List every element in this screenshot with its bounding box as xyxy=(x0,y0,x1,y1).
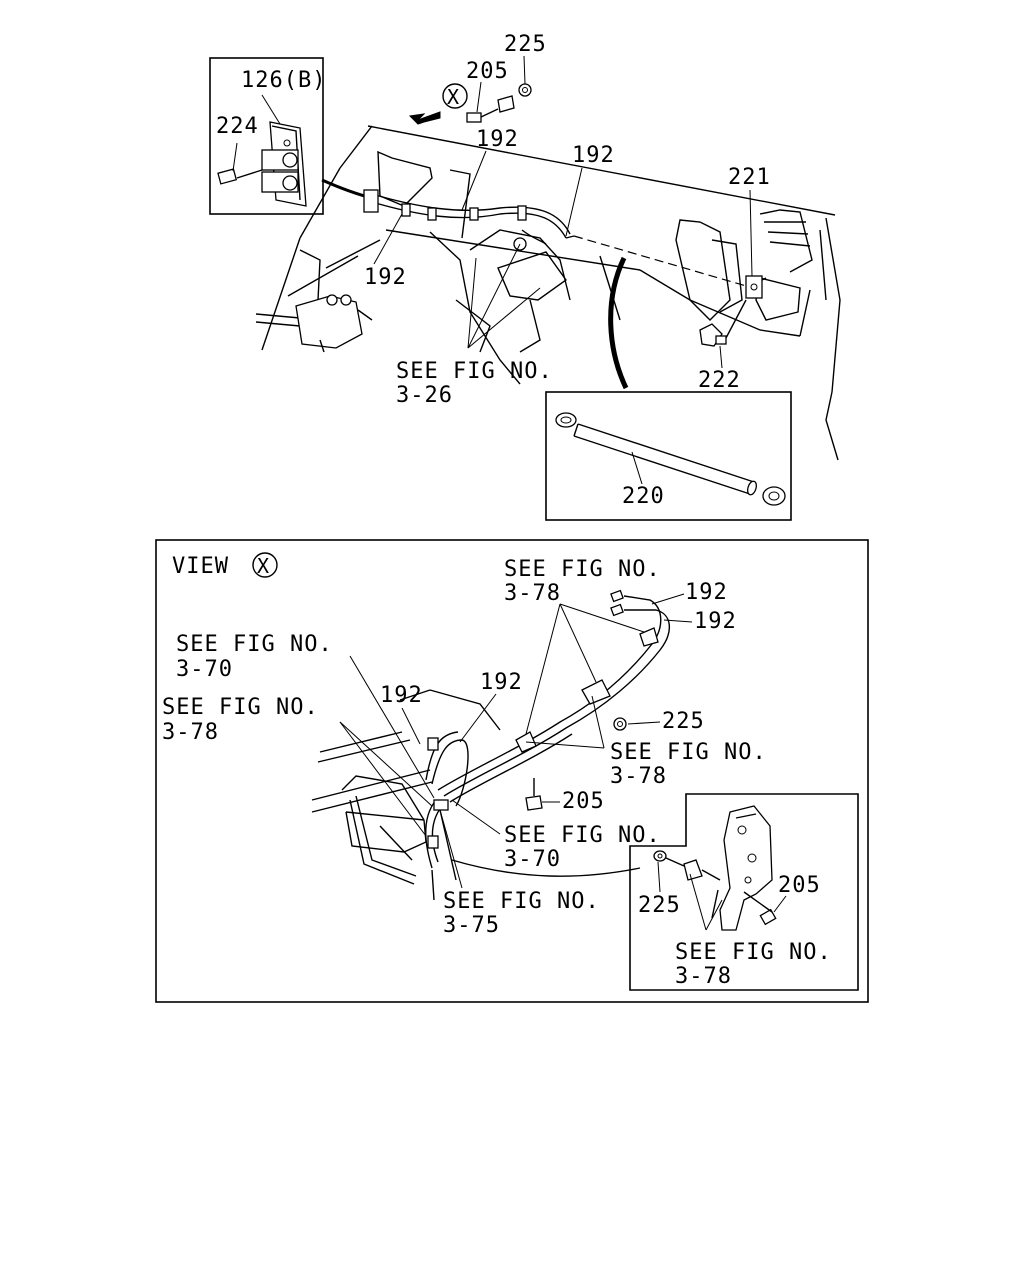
callout-192-r1: 192 xyxy=(685,580,728,605)
nut-225-top xyxy=(518,83,532,97)
callout-192-r2: 192 xyxy=(694,609,737,634)
ref-3-70-center-line2: 3-70 xyxy=(504,847,561,872)
ref-3-70-center-line1: SEE FIG NO. xyxy=(504,823,661,848)
inset-220-frame xyxy=(545,391,792,521)
ref-3-78-top-line2: 3-78 xyxy=(504,581,561,606)
hose-leader-arc xyxy=(608,256,629,390)
upper-diagram: 126(B) 224 X 205 225 xyxy=(209,32,841,521)
view-x-frame xyxy=(155,539,869,1003)
ref-3-78-right-line2: 3-78 xyxy=(610,764,667,789)
ref-3-78-left-line2: 3-78 xyxy=(162,720,219,745)
callout-126b: 126(B) xyxy=(241,68,326,93)
bracket-221 xyxy=(745,275,767,299)
callout-192-b: 192 xyxy=(572,143,615,168)
routing-line xyxy=(573,235,761,291)
ref-3-78-left-line1: SEE FIG NO. xyxy=(162,695,319,720)
inset-220 xyxy=(545,391,792,521)
bolt-205-top xyxy=(466,95,515,123)
bolt-222 xyxy=(699,299,747,347)
ref-3-78-right-line1: SEE FIG NO. xyxy=(610,740,767,765)
inset-126b xyxy=(209,57,324,215)
ref-3-26-line1: SEE FIG NO. xyxy=(396,359,553,384)
ref-3-70-left-line1: SEE FIG NO. xyxy=(176,632,333,657)
callout-192-m1: 192 xyxy=(380,683,423,708)
ref-3-78-inset-line2: 3-78 xyxy=(675,964,732,989)
callout-192-m2: 192 xyxy=(480,670,523,695)
callout-192-a: 192 xyxy=(476,127,519,152)
callout-205-mid: 205 xyxy=(562,789,605,814)
callout-220: 220 xyxy=(622,484,665,509)
view-x-title: VIEW xyxy=(172,554,229,579)
inset-bracket-frame xyxy=(629,793,859,991)
ref-3-75-line1: SEE FIG NO. xyxy=(443,889,600,914)
ref-3-26-line2: 3-26 xyxy=(396,383,453,408)
inset-bracket xyxy=(629,793,859,991)
callout-205-top: 205 xyxy=(466,59,509,84)
inset-126b-frame xyxy=(209,57,324,215)
view-x-title-circle xyxy=(252,552,278,578)
callout-192-c: 192 xyxy=(364,265,407,290)
pump-assembly xyxy=(255,294,373,353)
harness-192-upper xyxy=(321,178,575,251)
ref-3-70-left-line2: 3-70 xyxy=(176,657,233,682)
view-x-marker-letter: X xyxy=(447,85,460,109)
callout-225-inset: 225 xyxy=(638,893,681,918)
callout-225-mid: 225 xyxy=(662,709,705,734)
callout-221: 221 xyxy=(728,165,771,190)
inset-leader-arc xyxy=(451,859,641,877)
chassis-outline xyxy=(261,125,841,461)
view-x-chassis xyxy=(311,689,501,901)
view-x-title-marker: X xyxy=(257,554,270,578)
callout-225-top: 225 xyxy=(504,32,547,57)
view-x-marker-circle xyxy=(442,83,468,109)
ref-3-78-top-line1: SEE FIG NO. xyxy=(504,557,661,582)
ref-3-75-line2: 3-75 xyxy=(443,913,500,938)
callout-224: 224 xyxy=(216,114,259,139)
ref-3-78-inset-line1: SEE FIG NO. xyxy=(675,940,832,965)
view-x-panel: VIEW X xyxy=(155,539,869,1003)
callout-205-inset: 205 xyxy=(778,873,821,898)
callout-222: 222 xyxy=(698,368,741,393)
view-direction-arrow xyxy=(408,111,441,125)
